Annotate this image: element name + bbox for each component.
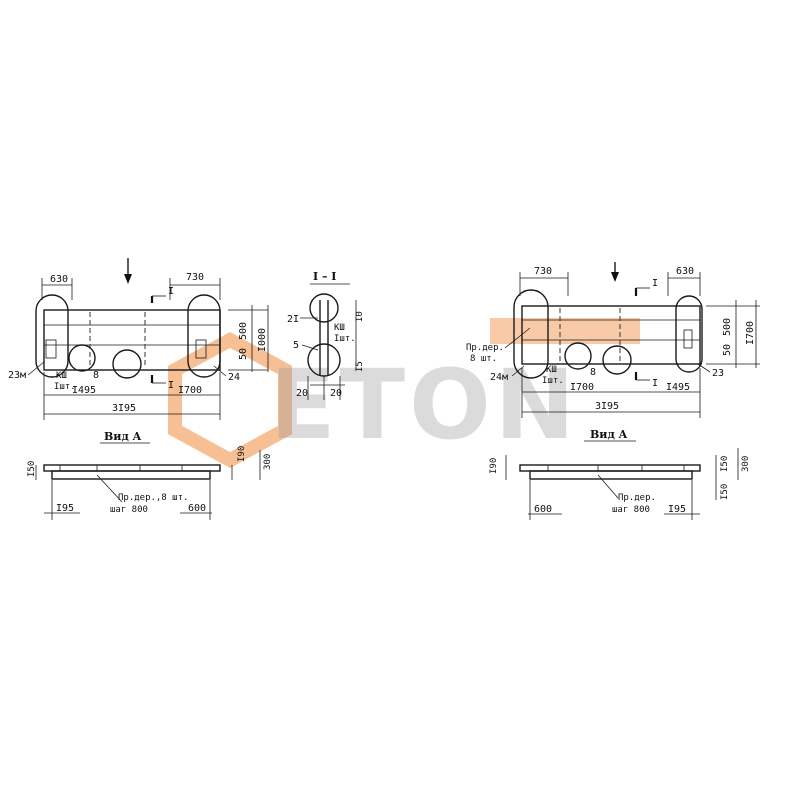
part-label: КШ [334,323,345,333]
section-mark-label: I [168,380,174,391]
end-loop-left [513,289,549,379]
dim-label: 300 [741,456,751,472]
dim-label: 50 [238,348,249,360]
dim-label: 730 [534,266,552,277]
leader-line [96,474,123,503]
dim-label: 3I95 [595,401,619,412]
dim-label: 630 [676,266,694,277]
end-loop-right [675,295,703,373]
dim-label: 630 [50,274,68,285]
part-label: 2I [287,314,299,325]
embed-plate [45,339,57,359]
embed-plate [683,329,693,349]
part-label: 24 [228,372,240,383]
part-label: 8 [590,367,596,378]
dim-label: I0 [355,311,365,322]
view-arrow-head-icon [124,274,132,284]
dim-label: I495 [72,385,96,396]
dim-label: I000 [257,328,268,352]
slab-side [43,464,221,472]
note-label: 8 шт. [470,354,497,364]
leader-line [27,361,45,376]
part-label: 5 [293,340,299,351]
dim-label: 50 [722,344,733,356]
slab-side [519,464,701,472]
dim-label: I5 [355,361,365,372]
note-label: Пр.дер. [618,493,656,503]
dim-label: 500 [722,318,733,336]
leader-line [301,344,319,351]
lifting-loop [564,342,592,370]
note-label: Пр.дер.,8 шт. [118,493,188,503]
part-label: 23 [712,368,724,379]
dim-label: I95 [56,503,74,514]
part-label: КШ [56,371,67,381]
part-label: 8 [93,370,99,381]
slab-outline [521,305,701,365]
dim-label: 300 [263,454,273,470]
dim-label: I700 [178,385,202,396]
leader-line [597,474,619,499]
dim-label: I700 [570,382,594,393]
left-view-A: Вид A I50 I90 300 I95 600 Пр.дер.,8 шт. … [27,430,273,520]
dim-label: I50 [27,461,37,477]
dim-label: 730 [186,272,204,283]
watermark: ETON [168,318,640,468]
part-label: Iшт. [542,376,564,386]
part-label: КШ [546,365,557,375]
view-arrow-head-icon [611,272,619,282]
note-label: Пр.дер. [466,343,504,353]
dim-label: I50 [720,484,730,500]
view-title: Вид A [104,430,142,443]
part-label: Iшт. [54,382,76,392]
dim-label: I90 [489,458,499,474]
watermark-logo-icon [168,332,292,468]
dim-label: I700 [745,321,756,345]
left-plan-view: 630 730 I 500 50 I000 23м К [8,258,269,420]
lifting-loop [602,345,632,375]
part-label: 24м [490,372,508,383]
note-label: шаг 800 [612,505,650,515]
leader-line [504,327,531,349]
section-I-I: I – I 20 20 2I 5 КШ Iшт. I0 I5 [287,270,365,400]
leader-line [213,365,227,377]
leader-line [697,363,711,373]
note-label: шаг 800 [110,505,148,515]
slab-side-bottom [529,470,693,480]
section-mark-label: I [168,286,174,297]
embed-plate [195,339,207,359]
dim-label: 20 [330,388,342,399]
dim-label: 600 [534,504,552,515]
dim-label: 500 [238,322,249,340]
slab-side-bottom [51,470,211,480]
lifting-loop [112,349,142,379]
leader-line [511,365,525,377]
right-view-A: Вид A I90 I50 I50 300 600 I95 Пр.дер. ша… [489,428,751,520]
end-loop-right [187,294,221,378]
section-mark-label: I [652,278,658,289]
dim-label: 3I95 [112,403,136,414]
dim-label: 600 [188,503,206,514]
dim-label: 20 [296,388,308,399]
watermark-text: ETON [270,349,579,461]
dim-label: I90 [237,446,247,462]
view-title: Вид A [590,428,628,441]
section-loop-top [309,293,339,323]
lifting-loop [68,344,96,372]
section-title: I – I [313,270,336,283]
section-mark-label: I [652,378,658,389]
dim-label: I95 [668,504,686,515]
dim-label: I495 [666,382,690,393]
right-plan-view: 730 630 I 500 50 I700 Пр.дер. 8 шт. 24м … [466,262,760,418]
dim-label: I50 [720,456,730,472]
part-label: 23м [8,370,26,381]
part-label: Iшт. [334,334,356,344]
end-loop-left [35,294,69,378]
